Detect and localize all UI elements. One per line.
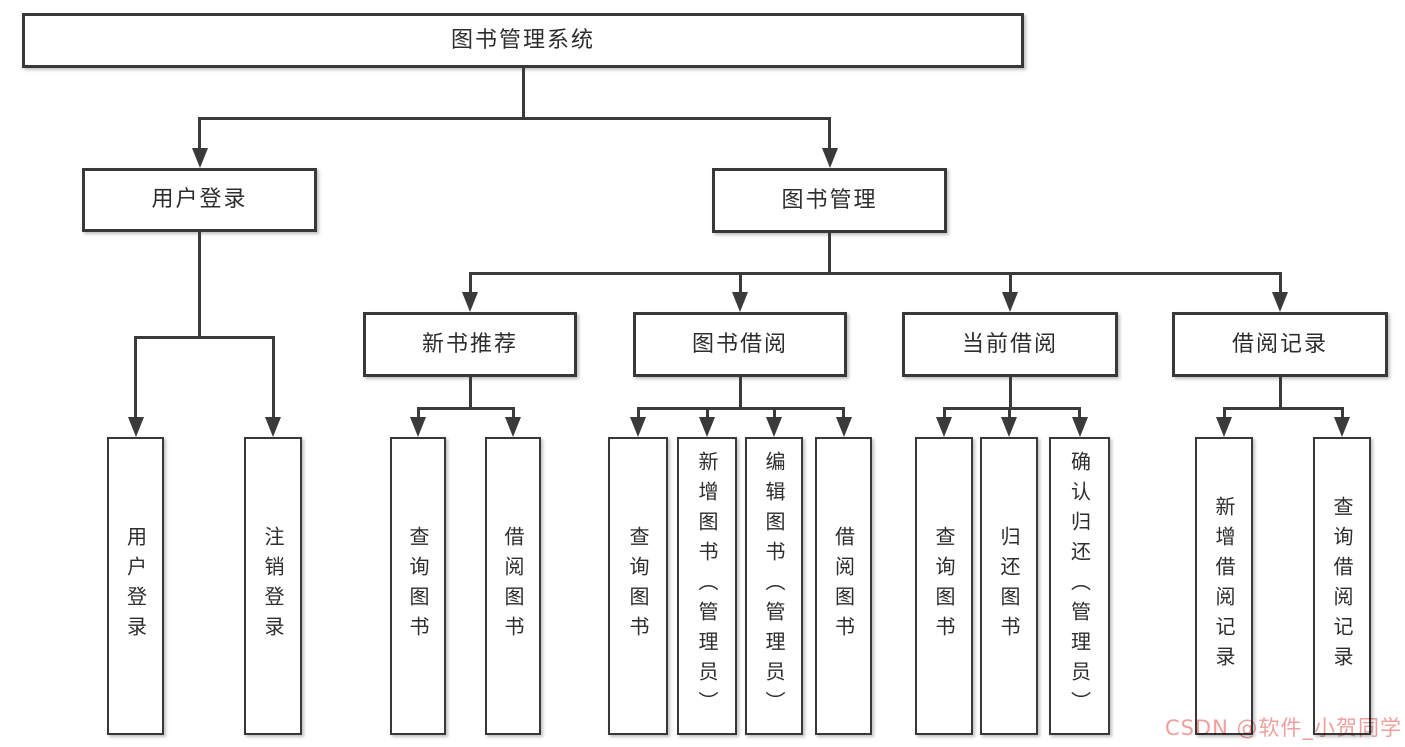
arrow-down <box>410 417 426 437</box>
node-br-query-record: 查询借阅记录 <box>1313 437 1371 735</box>
node-bb-edit-book: 编辑图书（管理员） <box>745 437 803 735</box>
node-book-mgmt: 图书管理 <box>712 168 947 233</box>
node-label: 借阅记录 <box>1231 331 1328 357</box>
node-user-login: 用户登录 <box>82 168 317 232</box>
arrow-down <box>1272 292 1288 312</box>
node-label: 图书借阅 <box>691 331 788 357</box>
connector-line <box>511 408 515 423</box>
arrow-down <box>127 417 144 437</box>
node-cb-query-book: 查询图书 <box>915 437 973 735</box>
node-leaf-user-login: 用户登录 <box>107 437 164 735</box>
node-label: 借阅图书 <box>831 526 856 646</box>
arrow-down <box>1001 417 1017 437</box>
arrow-down <box>821 148 838 168</box>
connector-line <box>942 408 946 423</box>
connector-line <box>198 116 831 120</box>
node-bb-query-book: 查询图书 <box>608 437 668 735</box>
arrow-down <box>936 417 952 437</box>
connector-line <box>468 273 472 298</box>
node-label: 当前借阅 <box>961 331 1058 357</box>
node-label: 注销登录 <box>261 526 285 646</box>
node-br-add-record: 新增借阅记录 <box>1195 437 1253 735</box>
node-label: 查询图书 <box>626 526 650 646</box>
connector-line <box>1078 408 1081 423</box>
node-nb-query-book: 查询图书 <box>390 437 446 735</box>
connector-line <box>416 408 420 423</box>
watermark: CSDN @软件_小贺同学 <box>1164 716 1402 740</box>
arrow-down <box>766 417 782 437</box>
node-label: 查询借阅记录 <box>1330 496 1354 676</box>
connector-line <box>942 406 1081 410</box>
connector-line <box>828 233 831 275</box>
arrow-down <box>1334 417 1350 437</box>
connector-line <box>468 271 1282 275</box>
connector-line <box>134 335 275 339</box>
node-leaf-logout: 注销登录 <box>244 437 302 735</box>
node-label: 确认归还（管理员） <box>1067 451 1092 721</box>
arrow-down <box>505 417 521 437</box>
arrow-down <box>630 417 646 437</box>
arrow-down <box>462 292 478 312</box>
arrow-down <box>1002 292 1018 312</box>
connector-line <box>772 408 776 423</box>
arrow-down <box>835 417 852 437</box>
node-current-borrow: 当前借阅 <box>902 312 1118 377</box>
node-cb-confirm-return: 确认归还（管理员） <box>1049 437 1110 735</box>
arrow-down <box>191 148 208 168</box>
node-cb-return-book: 归还图书 <box>980 437 1038 735</box>
node-label: 新增借阅记录 <box>1212 496 1236 676</box>
connector-line <box>521 68 525 120</box>
node-label: 查询图书 <box>932 526 956 646</box>
node-label: 用户登录 <box>123 526 148 646</box>
arrow-down <box>732 292 748 312</box>
node-label: 借阅图书 <box>501 526 525 646</box>
node-borrow-record: 借阅记录 <box>1172 312 1388 377</box>
node-label: 查询图书 <box>406 526 430 646</box>
connector-line <box>636 406 845 410</box>
arrow-down <box>1071 417 1088 437</box>
connector-line <box>198 118 201 154</box>
arrow-down <box>1216 417 1232 437</box>
connector-line <box>636 408 640 423</box>
connector-line <box>1278 273 1282 298</box>
connector-line <box>828 118 831 154</box>
node-label: 新书推荐 <box>421 331 518 357</box>
node-label: 用户登录 <box>151 187 248 212</box>
connector-line <box>1007 408 1011 423</box>
connector-line <box>1278 377 1282 410</box>
connector-line <box>842 408 845 423</box>
connector-line <box>198 232 201 339</box>
connector-line <box>738 273 742 298</box>
connector-line <box>271 337 275 423</box>
node-book-borrow: 图书借阅 <box>633 312 847 377</box>
node-label: 图书管理 <box>781 187 878 213</box>
node-label: 图书管理系统 <box>450 27 595 53</box>
node-label: 编辑图书（管理员） <box>762 451 786 721</box>
arrow-down <box>265 417 281 437</box>
connector-line <box>705 408 709 423</box>
connector-line <box>738 377 742 410</box>
connector-line <box>1222 406 1344 410</box>
connector-line <box>1222 408 1226 423</box>
node-root: 图书管理系统 <box>22 13 1024 68</box>
arrow-down <box>699 417 715 437</box>
node-label: 归还图书 <box>997 526 1021 646</box>
connector-line <box>1008 273 1012 298</box>
node-bb-borrow-book: 借阅图书 <box>815 437 872 735</box>
connector-line <box>1008 377 1012 410</box>
node-bb-add-book: 新增图书（管理员） <box>677 437 737 735</box>
connector-line <box>468 377 472 410</box>
node-new-book: 新书推荐 <box>363 312 577 377</box>
connector-line <box>1340 408 1344 423</box>
connector-line <box>134 337 137 423</box>
connector-line <box>416 406 515 410</box>
node-label: 新增图书（管理员） <box>695 451 719 721</box>
node-nb-borrow-book: 借阅图书 <box>485 437 541 735</box>
